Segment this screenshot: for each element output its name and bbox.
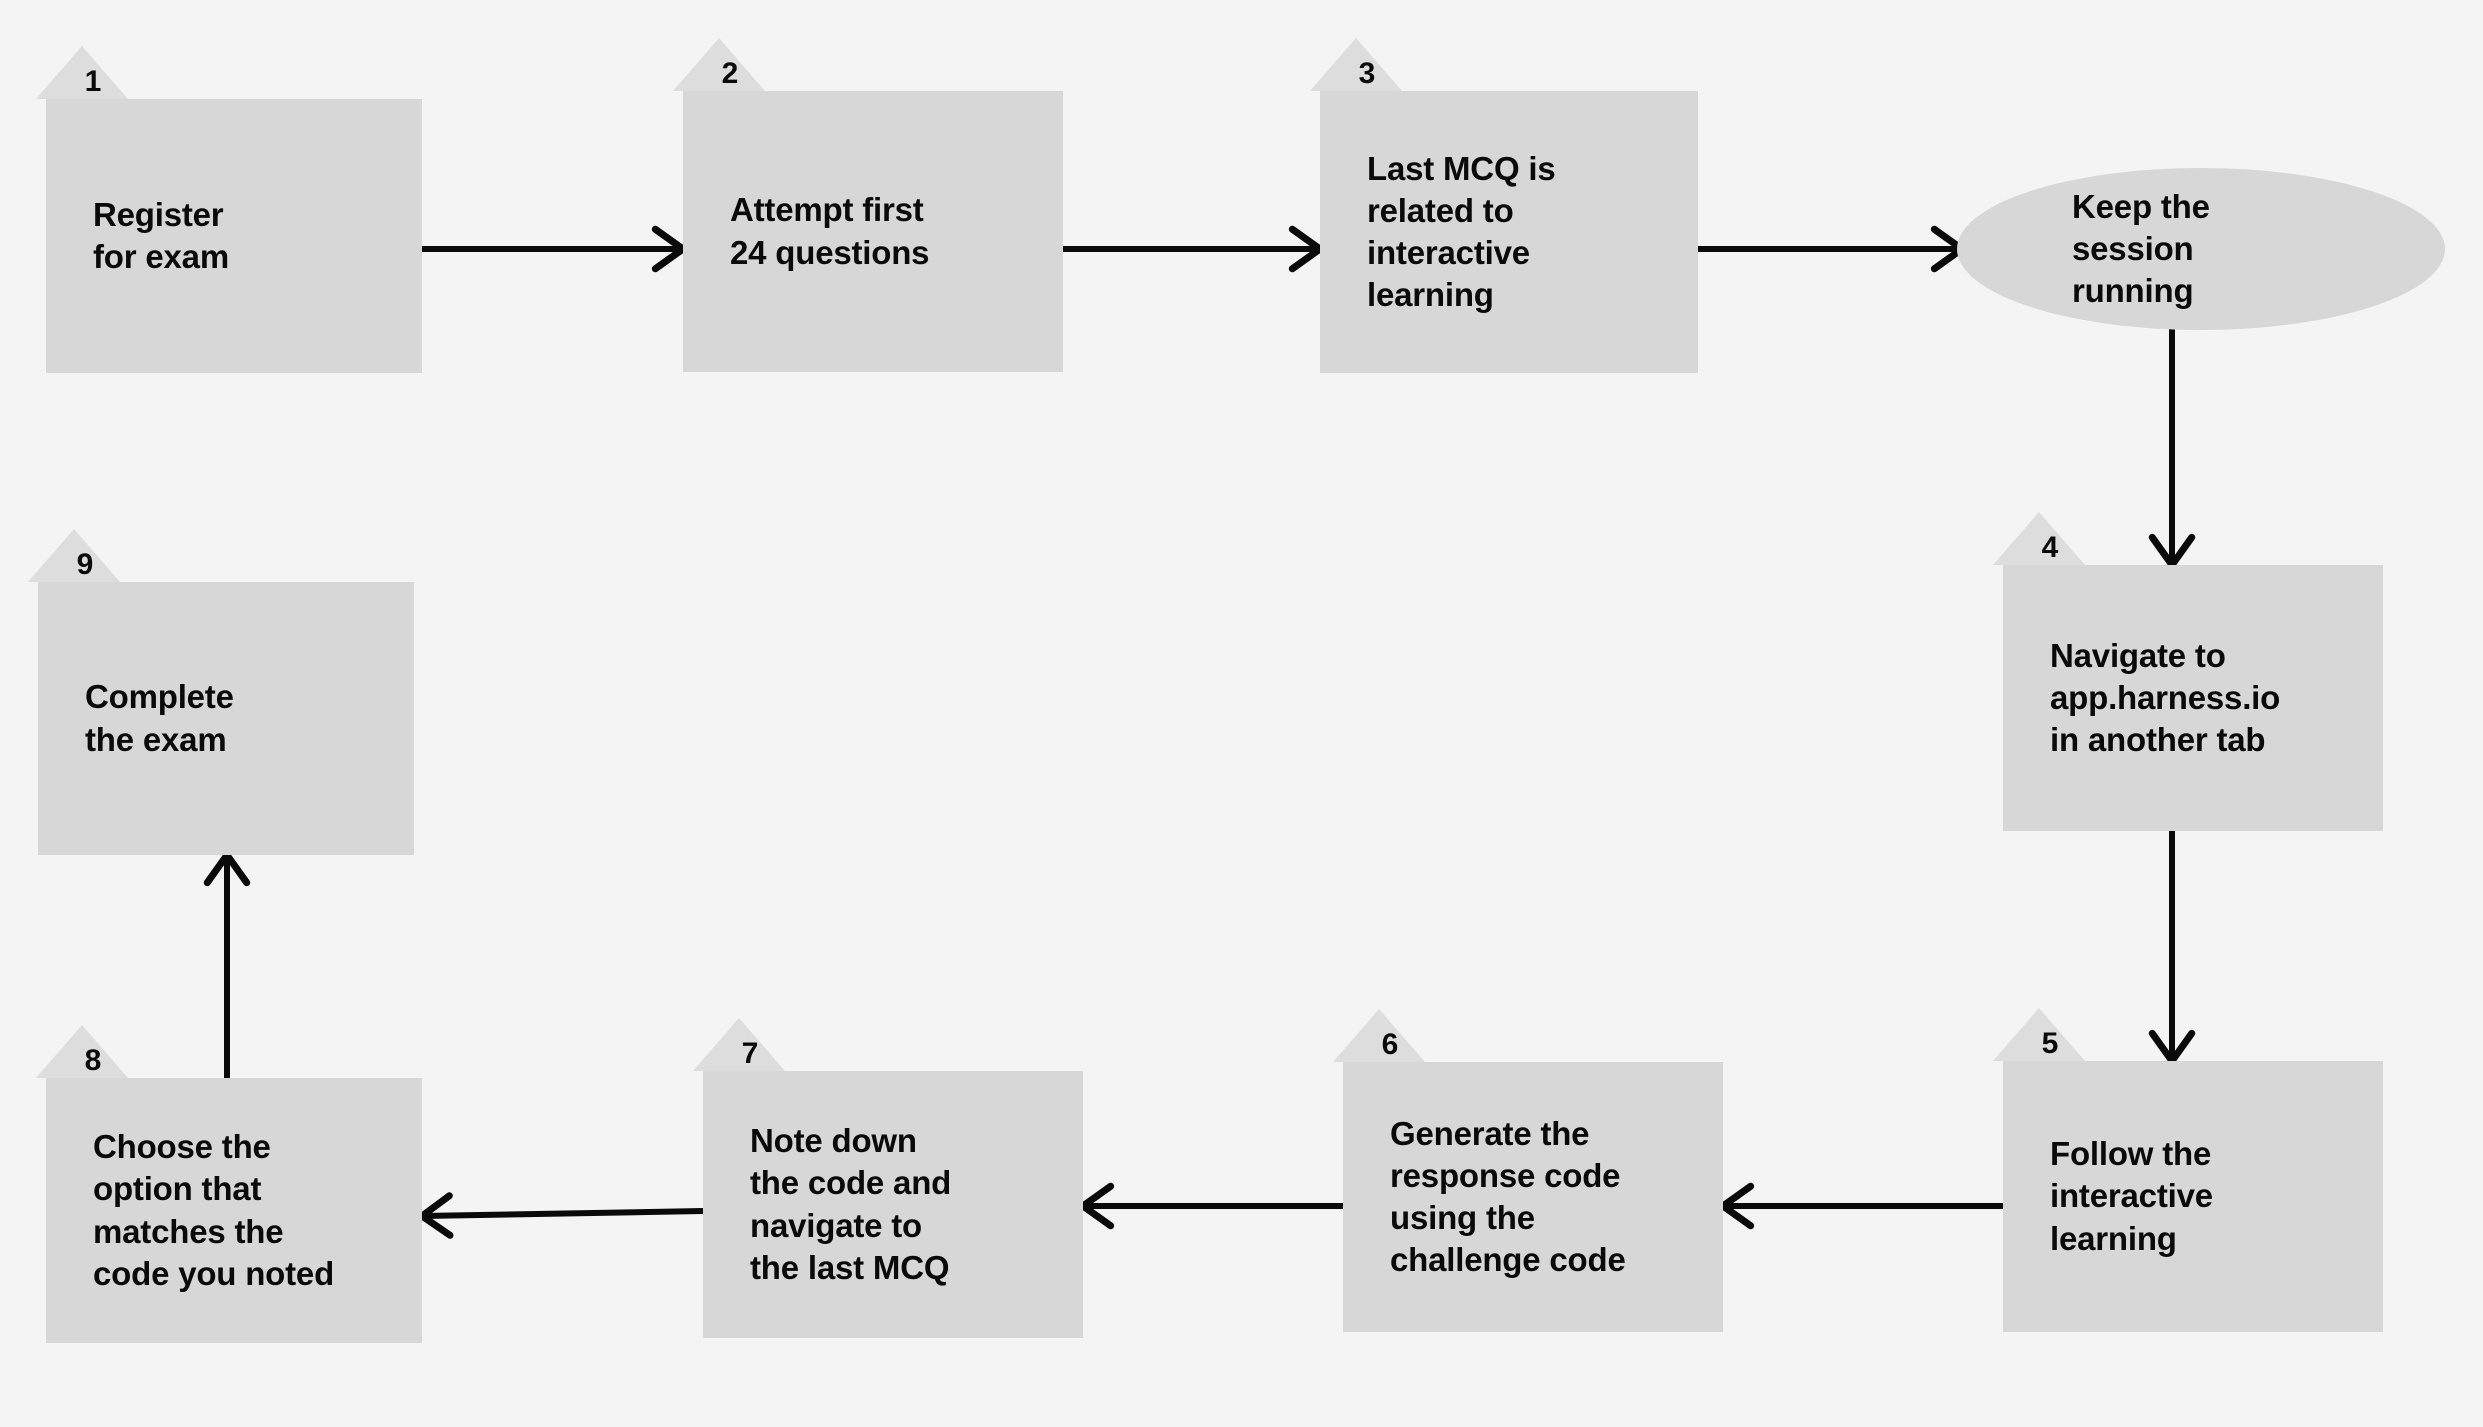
step-number-badge: 8: [36, 1025, 128, 1078]
step-number-label: 5: [2041, 1027, 2059, 1060]
triangle-icon: [1310, 38, 1402, 91]
step-number-badge: 7: [693, 1018, 785, 1071]
step-number-badge: 5: [1993, 1008, 2085, 1061]
step-number-badge: 3: [1310, 38, 1402, 91]
step-number-badge: 2: [673, 38, 765, 91]
step-number-label: 8: [84, 1044, 102, 1077]
arrowhead-icon: [1719, 1182, 1755, 1230]
triangle-icon: [1993, 1008, 2085, 1061]
flow-node-n4[interactable]: Keep the session running: [1957, 168, 2445, 330]
flow-edge-e8: [418, 1192, 704, 1239]
arrowhead-icon: [2148, 1029, 2196, 1065]
step-number-badge: 1: [36, 46, 128, 99]
flow-node-label: Complete the exam: [85, 678, 234, 758]
arrowhead-icon: [2148, 533, 2196, 569]
step-number-label: 6: [1381, 1028, 1399, 1061]
arrowhead-icon: [651, 225, 687, 273]
step-number-badge: 6: [1333, 1009, 1425, 1062]
flow-node-label: Note down the code and navigate to the l…: [750, 1122, 952, 1286]
flow-edge-e4: [2148, 327, 2196, 569]
flow-node-label: Choose the option that matches the code …: [93, 1128, 335, 1292]
arrowhead-icon: [418, 1192, 454, 1239]
flow-edge-e1: [422, 225, 687, 273]
step-number-badge: 9: [28, 529, 120, 582]
triangle-icon: [36, 1025, 128, 1078]
triangle-icon: [693, 1018, 785, 1071]
flow-edge-e6: [1719, 1182, 2003, 1230]
flow-node-label: Navigate to app.harness.io in another ta…: [2050, 636, 2281, 759]
arrowhead-icon: [1288, 225, 1324, 273]
flow-edge-e5: [2148, 831, 2196, 1065]
step-number-label: 3: [1358, 57, 1376, 90]
flow-node-label: Attempt first 24 questions: [730, 191, 930, 271]
flow-node-label: Last MCQ is related to interactive learn…: [1367, 149, 1556, 314]
step-number-label: 2: [721, 57, 739, 90]
flow-edge-e9: [203, 851, 251, 1078]
flow-node-label: Register for exam: [93, 195, 229, 275]
triangle-icon: [1333, 1009, 1425, 1062]
arrowhead-icon: [203, 851, 251, 887]
step-number-label: 4: [2041, 531, 2059, 564]
triangle-icon: [673, 38, 765, 91]
triangle-icon: [28, 529, 120, 582]
step-number-label: 9: [76, 548, 94, 581]
flow-edge-e2: [1063, 225, 1324, 273]
flow-node-label: Follow the interactive learning: [2050, 1135, 2213, 1257]
triangle-icon: [1993, 512, 2085, 565]
flow-edge-e7: [1079, 1182, 1343, 1230]
step-number-badge: 4: [1993, 512, 2085, 565]
flow-node-label: Keep the session running: [2072, 187, 2210, 310]
step-number-label: 7: [741, 1037, 759, 1070]
edge-line: [421, 1208, 704, 1219]
flow-edge-e3: [1698, 225, 1966, 273]
flow-node-label: Generate the response code using the cha…: [1390, 1114, 1626, 1279]
triangle-icon: [36, 46, 128, 99]
arrowhead-icon: [1079, 1182, 1115, 1230]
step-number-label: 1: [84, 65, 102, 98]
